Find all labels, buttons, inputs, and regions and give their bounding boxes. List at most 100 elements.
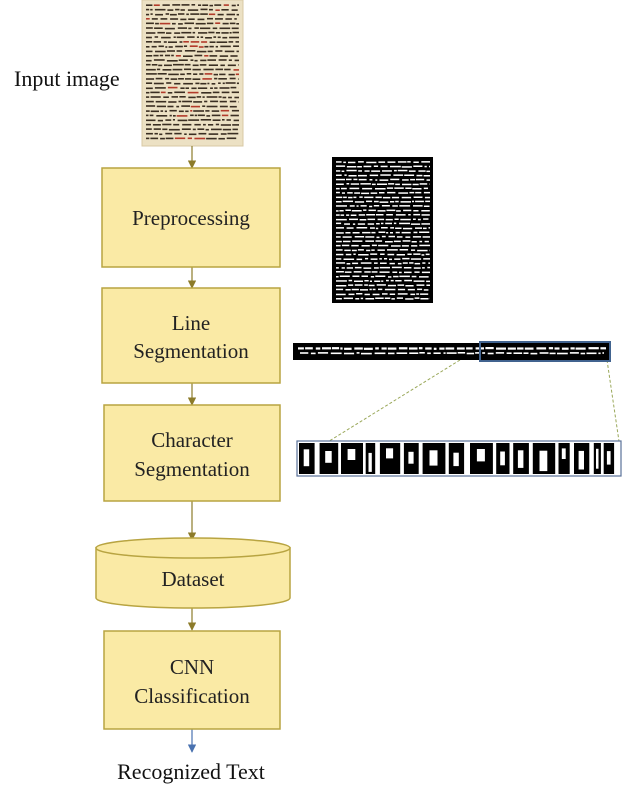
binarized-line	[425, 200, 430, 203]
manuscript-line	[188, 96, 196, 99]
manuscript-line	[205, 128, 209, 131]
manuscript-line	[189, 45, 198, 47]
manuscript-line	[231, 91, 239, 94]
binarized-line	[423, 258, 430, 260]
manuscript-line	[179, 41, 183, 43]
manuscript-line	[151, 64, 158, 66]
binarized-line	[388, 276, 392, 278]
manuscript-line	[150, 96, 161, 98]
binarized-line	[336, 201, 342, 203]
binarized-line	[336, 232, 344, 234]
manuscript-line	[162, 128, 168, 131]
manuscript-line	[146, 128, 152, 130]
binarized-line	[415, 191, 422, 194]
manuscript-line	[183, 41, 189, 43]
binarized-line	[428, 227, 430, 229]
binarized-line	[336, 218, 347, 221]
manuscript-line	[184, 63, 191, 66]
character-glyph	[408, 451, 414, 464]
binarized-line	[364, 284, 368, 286]
manuscript-line	[215, 50, 223, 52]
binarized-line	[366, 161, 377, 164]
manuscript-line	[181, 31, 192, 34]
line-glyph	[375, 347, 379, 350]
manuscript-line	[220, 64, 225, 67]
manuscript-line	[180, 9, 185, 11]
line-glyph	[517, 347, 524, 350]
manuscript-line	[146, 50, 153, 53]
manuscript-line	[236, 82, 239, 85]
binarized-line	[378, 231, 386, 233]
binarized-line	[357, 223, 366, 225]
character-glyph	[429, 450, 438, 466]
preprocessing-label: Preprocessing	[132, 206, 250, 230]
binarized-line	[361, 192, 370, 195]
binarized-line	[358, 161, 364, 163]
binarized-line	[369, 179, 373, 181]
manuscript-line	[212, 119, 221, 121]
binarized-line	[426, 284, 430, 286]
manuscript-line	[150, 13, 153, 15]
binarized-line	[381, 235, 386, 238]
manuscript-line	[178, 13, 185, 15]
binarized-line	[380, 262, 387, 264]
binarized-line	[399, 271, 402, 274]
binarized-line	[375, 240, 383, 242]
binarized-line	[397, 284, 405, 286]
manuscript-line	[167, 9, 174, 11]
manuscript-line	[156, 68, 161, 71]
binarized-line	[382, 293, 388, 295]
binarized-line	[428, 262, 430, 264]
character-glyph	[596, 448, 599, 469]
manuscript-line	[158, 64, 163, 67]
preprocessing-box: Preprocessing	[101, 167, 281, 268]
manuscript-line	[208, 124, 214, 126]
manuscript-line	[153, 54, 159, 57]
manuscript-line	[195, 22, 206, 25]
manuscript-line	[205, 110, 210, 112]
character-glyph	[606, 451, 611, 465]
character-glyph	[386, 448, 394, 459]
binarized-line	[412, 188, 422, 190]
line-glyph	[602, 352, 604, 354]
line-glyph	[332, 347, 340, 350]
binarized-line	[402, 262, 408, 264]
binarized-line	[386, 232, 389, 234]
binarized-line	[379, 201, 389, 203]
manuscript-line	[146, 87, 153, 90]
line-glyph	[536, 347, 547, 350]
line-glyph	[317, 352, 329, 354]
line-glyph	[575, 347, 586, 350]
manuscript-line	[166, 32, 172, 34]
binarized-line	[386, 187, 394, 189]
binarized-line	[359, 196, 363, 198]
line-segmentation-label-2: Segmentation	[133, 339, 249, 363]
binarized-line	[404, 271, 412, 274]
manuscript-line	[146, 27, 153, 29]
manuscript-line	[167, 105, 174, 108]
binarized-line	[353, 253, 356, 255]
binarized-line	[369, 280, 372, 282]
binarized-line	[413, 218, 416, 220]
manuscript-line	[163, 41, 167, 43]
manuscript-line	[180, 18, 187, 21]
manuscript-line	[213, 36, 217, 38]
line-glyph	[570, 347, 575, 350]
manuscript-line	[198, 132, 207, 135]
manuscript-line	[219, 73, 226, 76]
binarized-line	[354, 201, 365, 203]
manuscript-line	[159, 54, 164, 57]
line-glyph	[485, 347, 494, 350]
binarized-line	[343, 161, 346, 164]
manuscript-line	[176, 115, 188, 117]
manuscript-line	[162, 69, 172, 71]
line-glyph	[361, 352, 372, 355]
manuscript-line	[174, 132, 182, 135]
manuscript-line	[165, 119, 172, 121]
line-glyph	[598, 352, 601, 355]
binarized-line	[336, 258, 342, 260]
manuscript-line	[149, 114, 154, 117]
manuscript-line	[215, 9, 220, 11]
text-line-strip	[293, 341, 611, 362]
binarized-line	[400, 201, 411, 203]
